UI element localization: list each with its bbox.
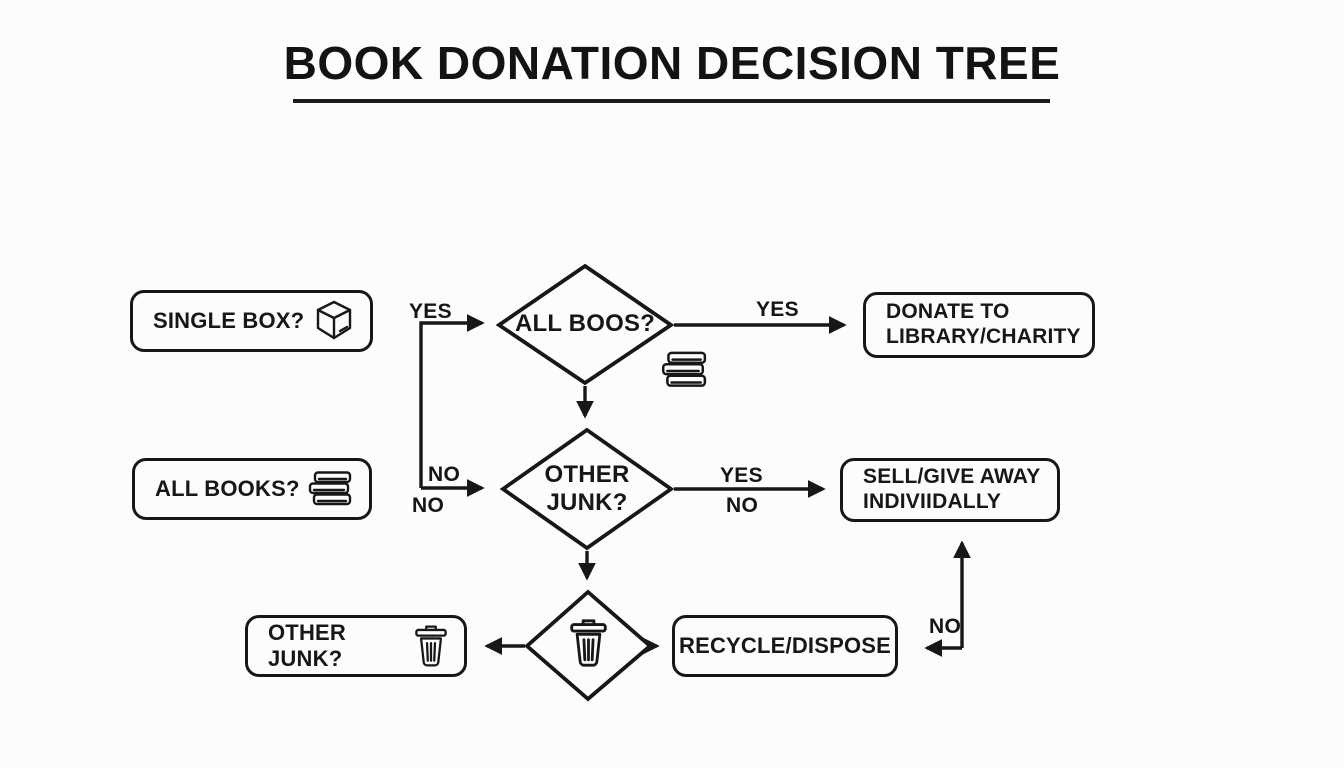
node-recycle-label: RECYCLE/DISPOSE <box>678 633 892 659</box>
node-donate-label: DONATE TO LIBRARY/CHARITY <box>886 300 1081 348</box>
edge-label-no-mid-lower: NO <box>412 494 445 517</box>
node-single-box: SINGLE BOX? <box>130 290 373 352</box>
node-sell: SELL/GIVE AWAY INDIVIIDALLY <box>840 458 1060 522</box>
node-other-junk-label: OTHER JUNK? <box>268 620 346 671</box>
edge-label-yes-donate: YES <box>756 298 799 321</box>
trash-can-icon <box>570 619 607 667</box>
decision-all-boos-label: ALL BOOS? <box>514 310 656 337</box>
node-donate: DONATE TO LIBRARY/CHARITY <box>863 292 1095 358</box>
connector-singlebox-yes-elbow <box>419 314 485 488</box>
edge-label-no-mid-upper: NO <box>428 463 461 486</box>
title-underline <box>293 99 1050 103</box>
node-single-box-label: SINGLE BOX? <box>153 308 305 334</box>
decision-diamond-other-junk <box>499 427 675 551</box>
node-recycle: RECYCLE/DISPOSE <box>672 615 898 677</box>
books-stack-icon <box>661 351 707 387</box>
edge-label-no-recycle: NO <box>929 615 962 638</box>
decision-diamond-all-boos <box>495 263 675 386</box>
trash-can-icon <box>415 625 447 667</box>
node-all-books: ALL BOOKS? <box>132 458 372 520</box>
decision-other-junk-label: OTHER JUNK? <box>544 461 630 516</box>
edge-label-no-sell: NO <box>726 494 759 517</box>
edge-label-yes-sell: YES <box>720 464 763 487</box>
node-sell-label: SELL/GIVE AWAY INDIVIIDALLY <box>863 465 1041 513</box>
node-all-books-label: ALL BOOKS? <box>155 476 300 502</box>
node-other-junk: OTHER JUNK? <box>245 615 467 677</box>
page-title: BOOK DONATION DECISION TREE <box>283 37 1061 89</box>
edge-label-yes-top: YES <box>409 300 452 323</box>
books-stack-icon <box>308 471 352 506</box>
package-box-icon <box>316 300 352 340</box>
